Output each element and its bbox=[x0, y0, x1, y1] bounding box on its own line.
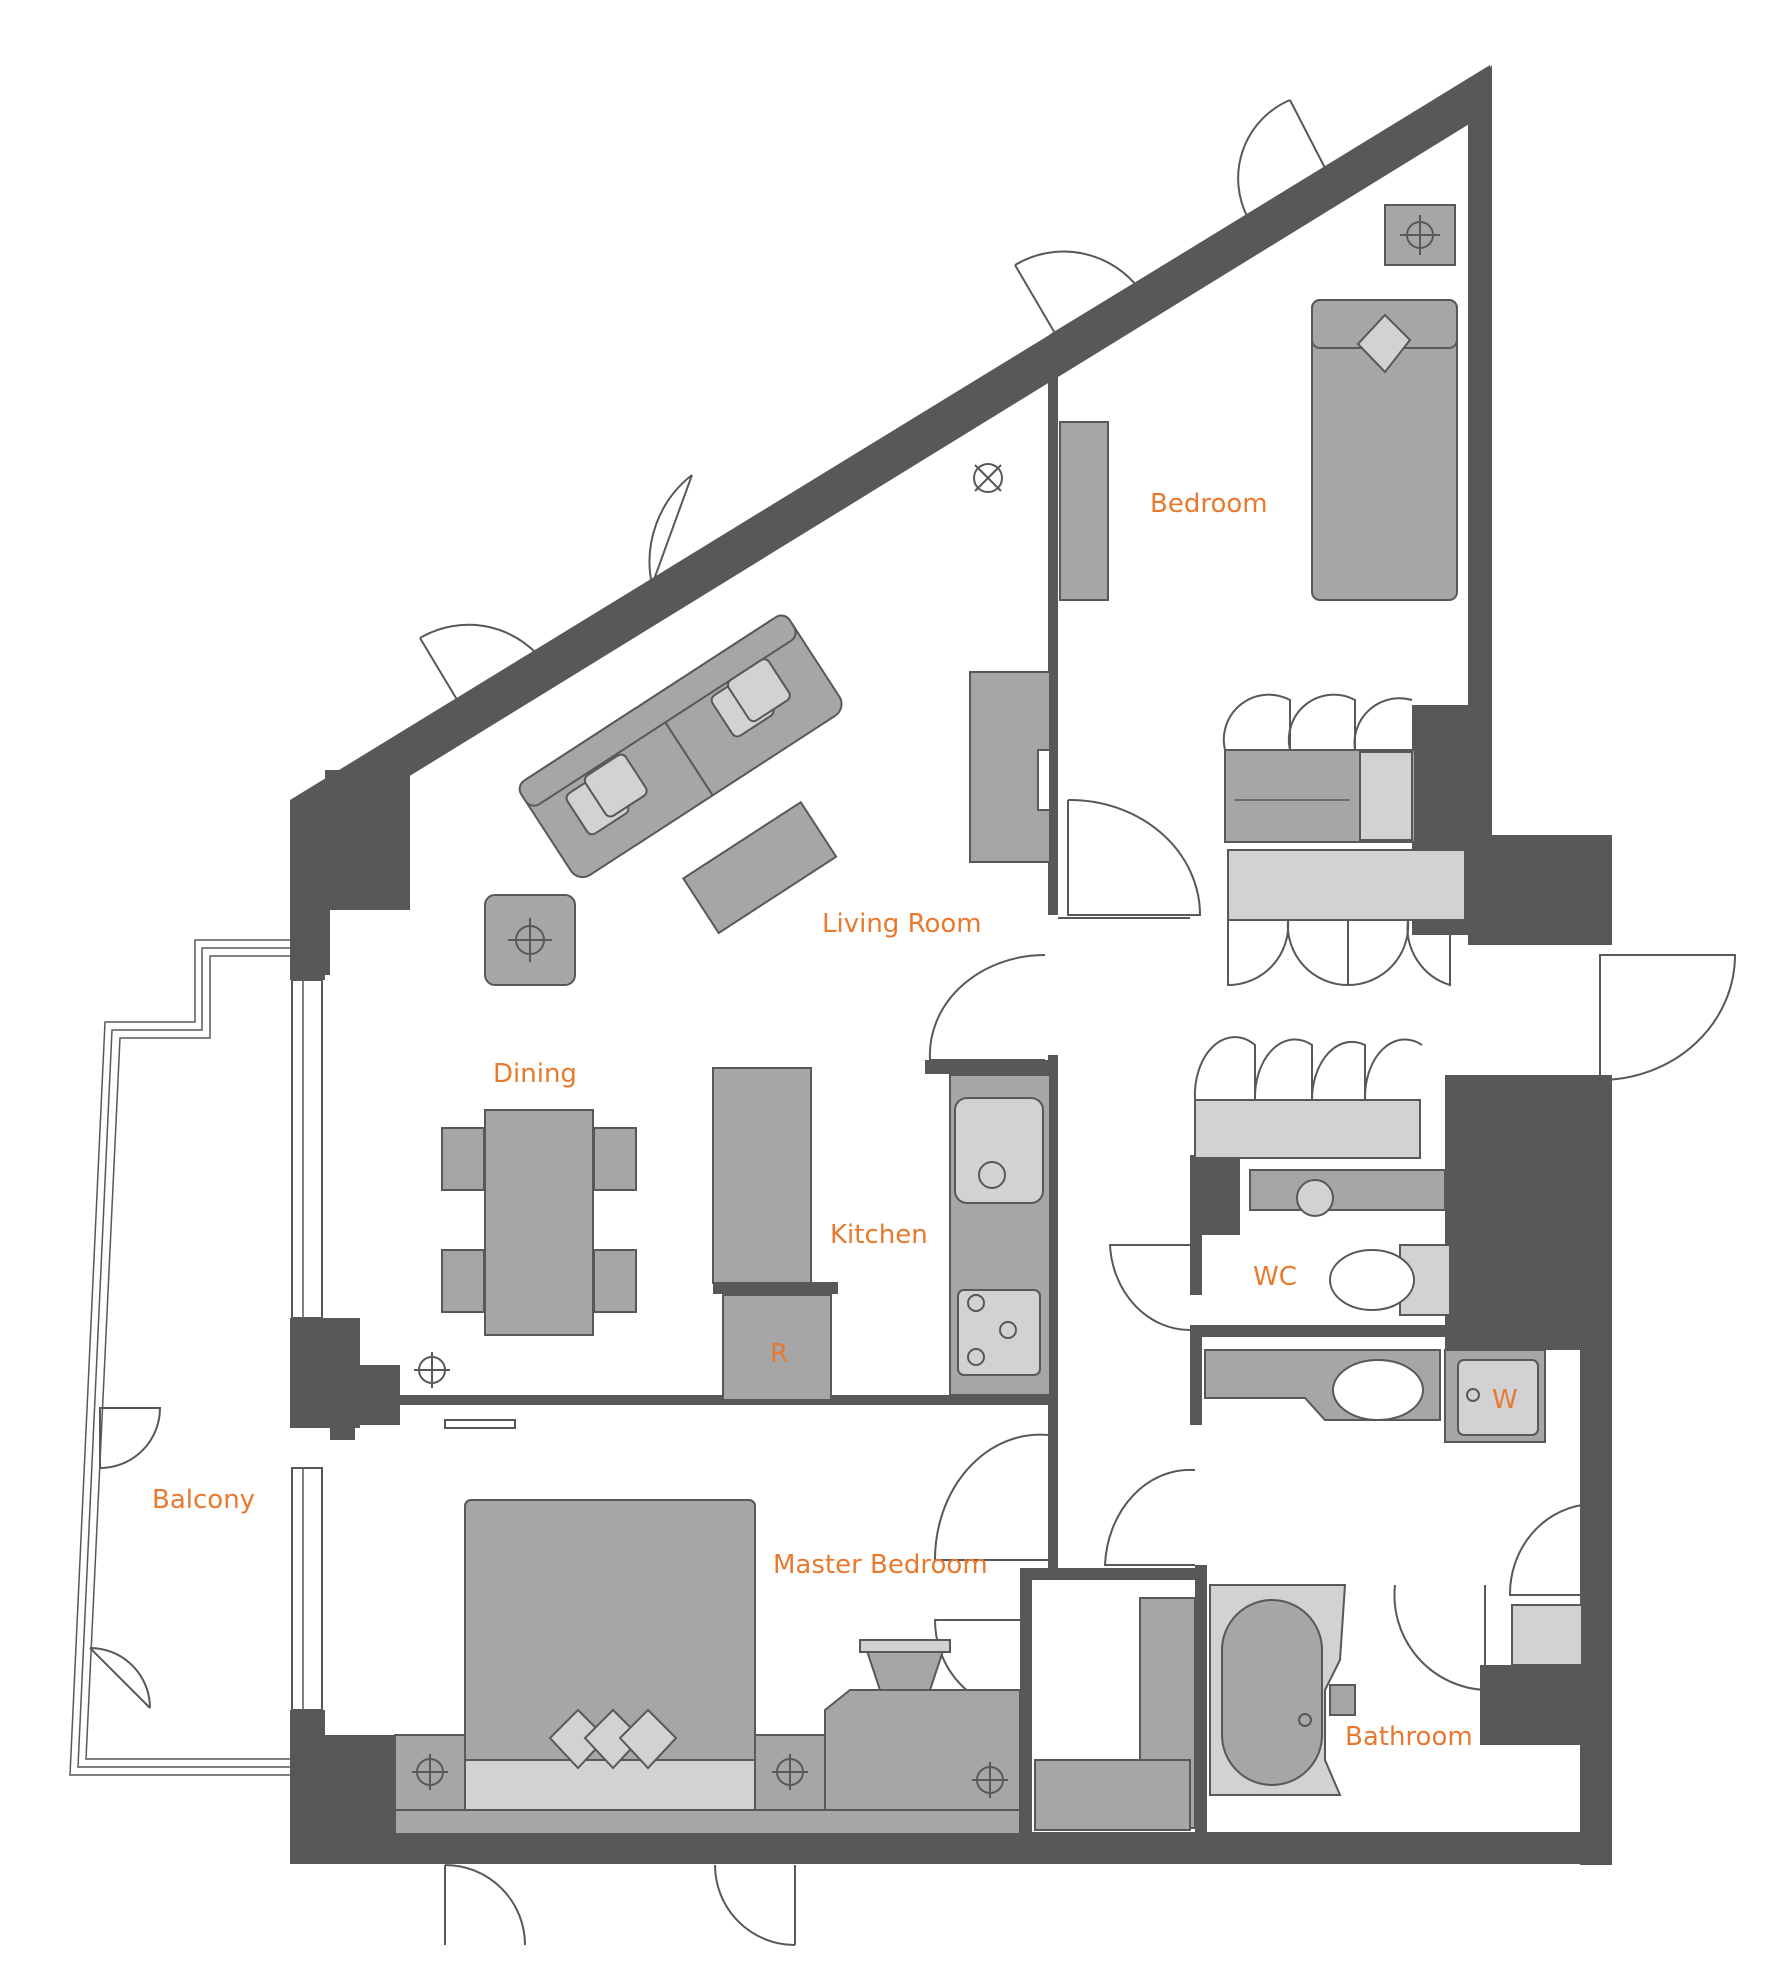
room-label-master-bedroom: Master Bedroom bbox=[773, 1550, 988, 1580]
appliance-label-refrigerator: R bbox=[770, 1339, 788, 1369]
pillow-group bbox=[548, 1708, 678, 1770]
balcony-doors[interactable] bbox=[89, 1407, 162, 1709]
bedroom-wardrobe bbox=[1222, 693, 1466, 987]
room-label-living-room: Living Room bbox=[822, 909, 982, 939]
desk-and-chair bbox=[824, 1639, 1021, 1811]
bathroom-door[interactable] bbox=[1508, 1504, 1583, 1666]
dining-table bbox=[441, 1109, 637, 1336]
kitchen-door[interactable] bbox=[928, 953, 1046, 1061]
room-label-wc: WC bbox=[1253, 1262, 1297, 1292]
exterior-walls bbox=[290, 65, 1612, 1865]
vanity bbox=[1204, 1349, 1441, 1421]
bathroom-hall-door[interactable] bbox=[1103, 1468, 1196, 1566]
wc-door[interactable] bbox=[1108, 1244, 1191, 1332]
diagonal-doors[interactable] bbox=[419, 99, 1326, 709]
room-label-balcony: Balcony bbox=[152, 1485, 255, 1515]
bedroom-furniture bbox=[969, 204, 1458, 863]
dining-ceiling-light-icon bbox=[414, 1352, 450, 1388]
left-windows bbox=[291, 979, 323, 1711]
washer bbox=[1444, 1349, 1546, 1443]
kitchen-island bbox=[712, 1067, 838, 1401]
room-label-bedroom: Bedroom bbox=[1150, 489, 1268, 519]
floor-lamp bbox=[484, 894, 576, 986]
master-wardrobe-ledge bbox=[394, 1809, 1021, 1835]
master-closet bbox=[1034, 1597, 1196, 1831]
kitchen-counter bbox=[949, 1074, 1051, 1396]
sofa bbox=[518, 614, 843, 879]
room-label-dining: Dining bbox=[493, 1059, 577, 1089]
coffee-table bbox=[681, 800, 838, 935]
smoke-detector-icon bbox=[973, 463, 1003, 493]
diagonal-windows bbox=[459, 167, 1338, 716]
ceiling-light-icon bbox=[1400, 215, 1440, 255]
hall-closet bbox=[1193, 1036, 1423, 1159]
room-label-kitchen: Kitchen bbox=[830, 1220, 928, 1250]
bedroom-door[interactable] bbox=[1067, 798, 1202, 916]
balcony-railing bbox=[69, 939, 290, 1776]
bathtub bbox=[1209, 1584, 1356, 1796]
master-bedroom-door[interactable] bbox=[933, 1433, 1049, 1561]
appliance-label-washer: W bbox=[1492, 1385, 1518, 1415]
entry-door[interactable] bbox=[1599, 954, 1737, 1082]
wc-toilet bbox=[1249, 1169, 1451, 1316]
master-sliding-door bbox=[444, 1419, 516, 1429]
room-label-bathroom: Bathroom bbox=[1345, 1722, 1473, 1752]
master-bed bbox=[464, 1499, 756, 1811]
bottom-doors[interactable] bbox=[444, 1864, 796, 1946]
shower-door[interactable] bbox=[1393, 1584, 1486, 1692]
